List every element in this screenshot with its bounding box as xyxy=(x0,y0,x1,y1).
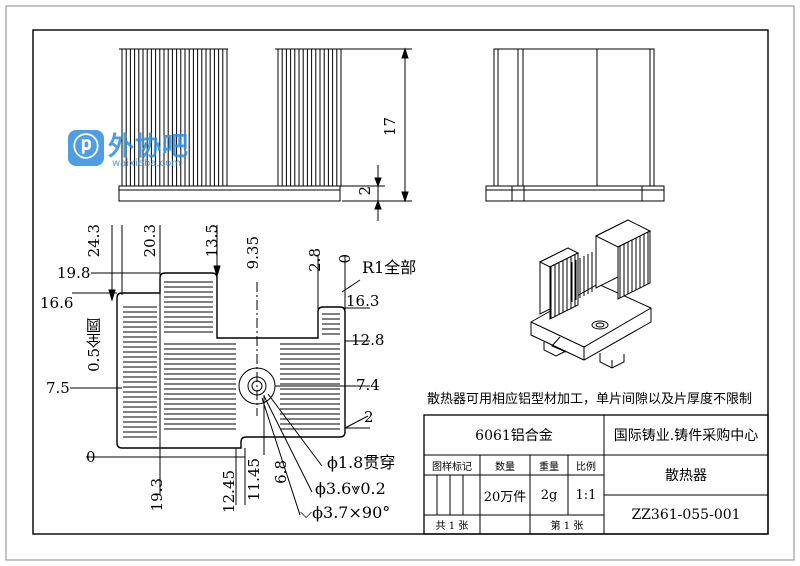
dim-bottom-4: 6.8 xyxy=(272,460,290,484)
dim-right-4: 2 xyxy=(364,408,374,426)
dim-top-6: 0 xyxy=(336,254,354,264)
watermark: ⓟ 外协吧 waixieba.com xyxy=(68,126,208,172)
dim-top-1: 24.3 xyxy=(85,224,103,258)
iso-view xyxy=(530,219,652,369)
technical-note: 散热器可用相应铝型材加工，单片间隙以及片厚度不限制 xyxy=(427,392,753,407)
front-height-dim: 17 xyxy=(381,117,399,137)
dim-bottom-1: 19.3 xyxy=(148,478,166,512)
tb-part-name: 散热器 xyxy=(665,468,707,484)
tb-header-qty: 数量 xyxy=(495,461,515,473)
dim-top-2: 20.3 xyxy=(141,224,159,258)
hole-note-1: ϕ1.8贯穿 xyxy=(327,453,396,472)
watermark-brand: 外协吧 xyxy=(108,132,190,162)
tb-material: 6061铝合金 xyxy=(475,428,553,444)
tb-total-sheets: 共 1 张 xyxy=(435,521,469,532)
dim-left-2: 16.6 xyxy=(40,294,74,312)
tb-sheet: 第 1 张 xyxy=(550,521,584,532)
front-view-left xyxy=(118,47,412,221)
dim-left-1: 19.8 xyxy=(57,264,91,282)
tb-header-mark: 图样标记 xyxy=(432,461,472,473)
radius-note: R1全部 xyxy=(362,258,417,277)
watermark-logo-icon: ⓟ xyxy=(68,130,104,166)
tb-header-scale: 比例 xyxy=(576,461,596,473)
dim-top-4: 9.35 xyxy=(244,236,262,270)
outer-border xyxy=(5,5,795,561)
dim-bottom-2: 12.45 xyxy=(220,470,238,513)
title-block-lines xyxy=(423,414,769,535)
front-base-dim: 2 xyxy=(356,186,374,196)
dim-top-3: 13.5 xyxy=(203,224,221,258)
dim-left-5: 0 xyxy=(86,448,96,466)
plan-view xyxy=(70,225,370,516)
tb-weight: 2g xyxy=(540,487,558,503)
tb-company: 国际铸业.铸件采购中心 xyxy=(613,428,759,444)
dim-bottom-3: 11.45 xyxy=(245,458,263,501)
tb-scale: 1:1 xyxy=(575,487,597,503)
watermark-site: waixieba.com xyxy=(112,158,181,169)
hole-note-2: ϕ3.6⩔0.2 xyxy=(315,479,386,498)
side-view xyxy=(485,48,665,202)
dim-right-1: 16.3 xyxy=(346,292,380,310)
dim-top-5: 2.8 xyxy=(306,248,324,272)
inner-border xyxy=(32,29,769,535)
dim-left-3: 0.5全圆 xyxy=(85,318,103,372)
dim-left-4: 7.5 xyxy=(46,379,70,397)
dim-right-3: 7.4 xyxy=(356,376,380,394)
hole-note-3: ⌵ϕ3.7×90° xyxy=(300,503,391,522)
tb-header-weight: 重量 xyxy=(539,461,559,473)
tb-drawing-no: ZZ361-055-001 xyxy=(631,506,741,523)
dim-right-2: 12.8 xyxy=(351,331,385,349)
tb-quantity: 20万件 xyxy=(483,489,527,505)
